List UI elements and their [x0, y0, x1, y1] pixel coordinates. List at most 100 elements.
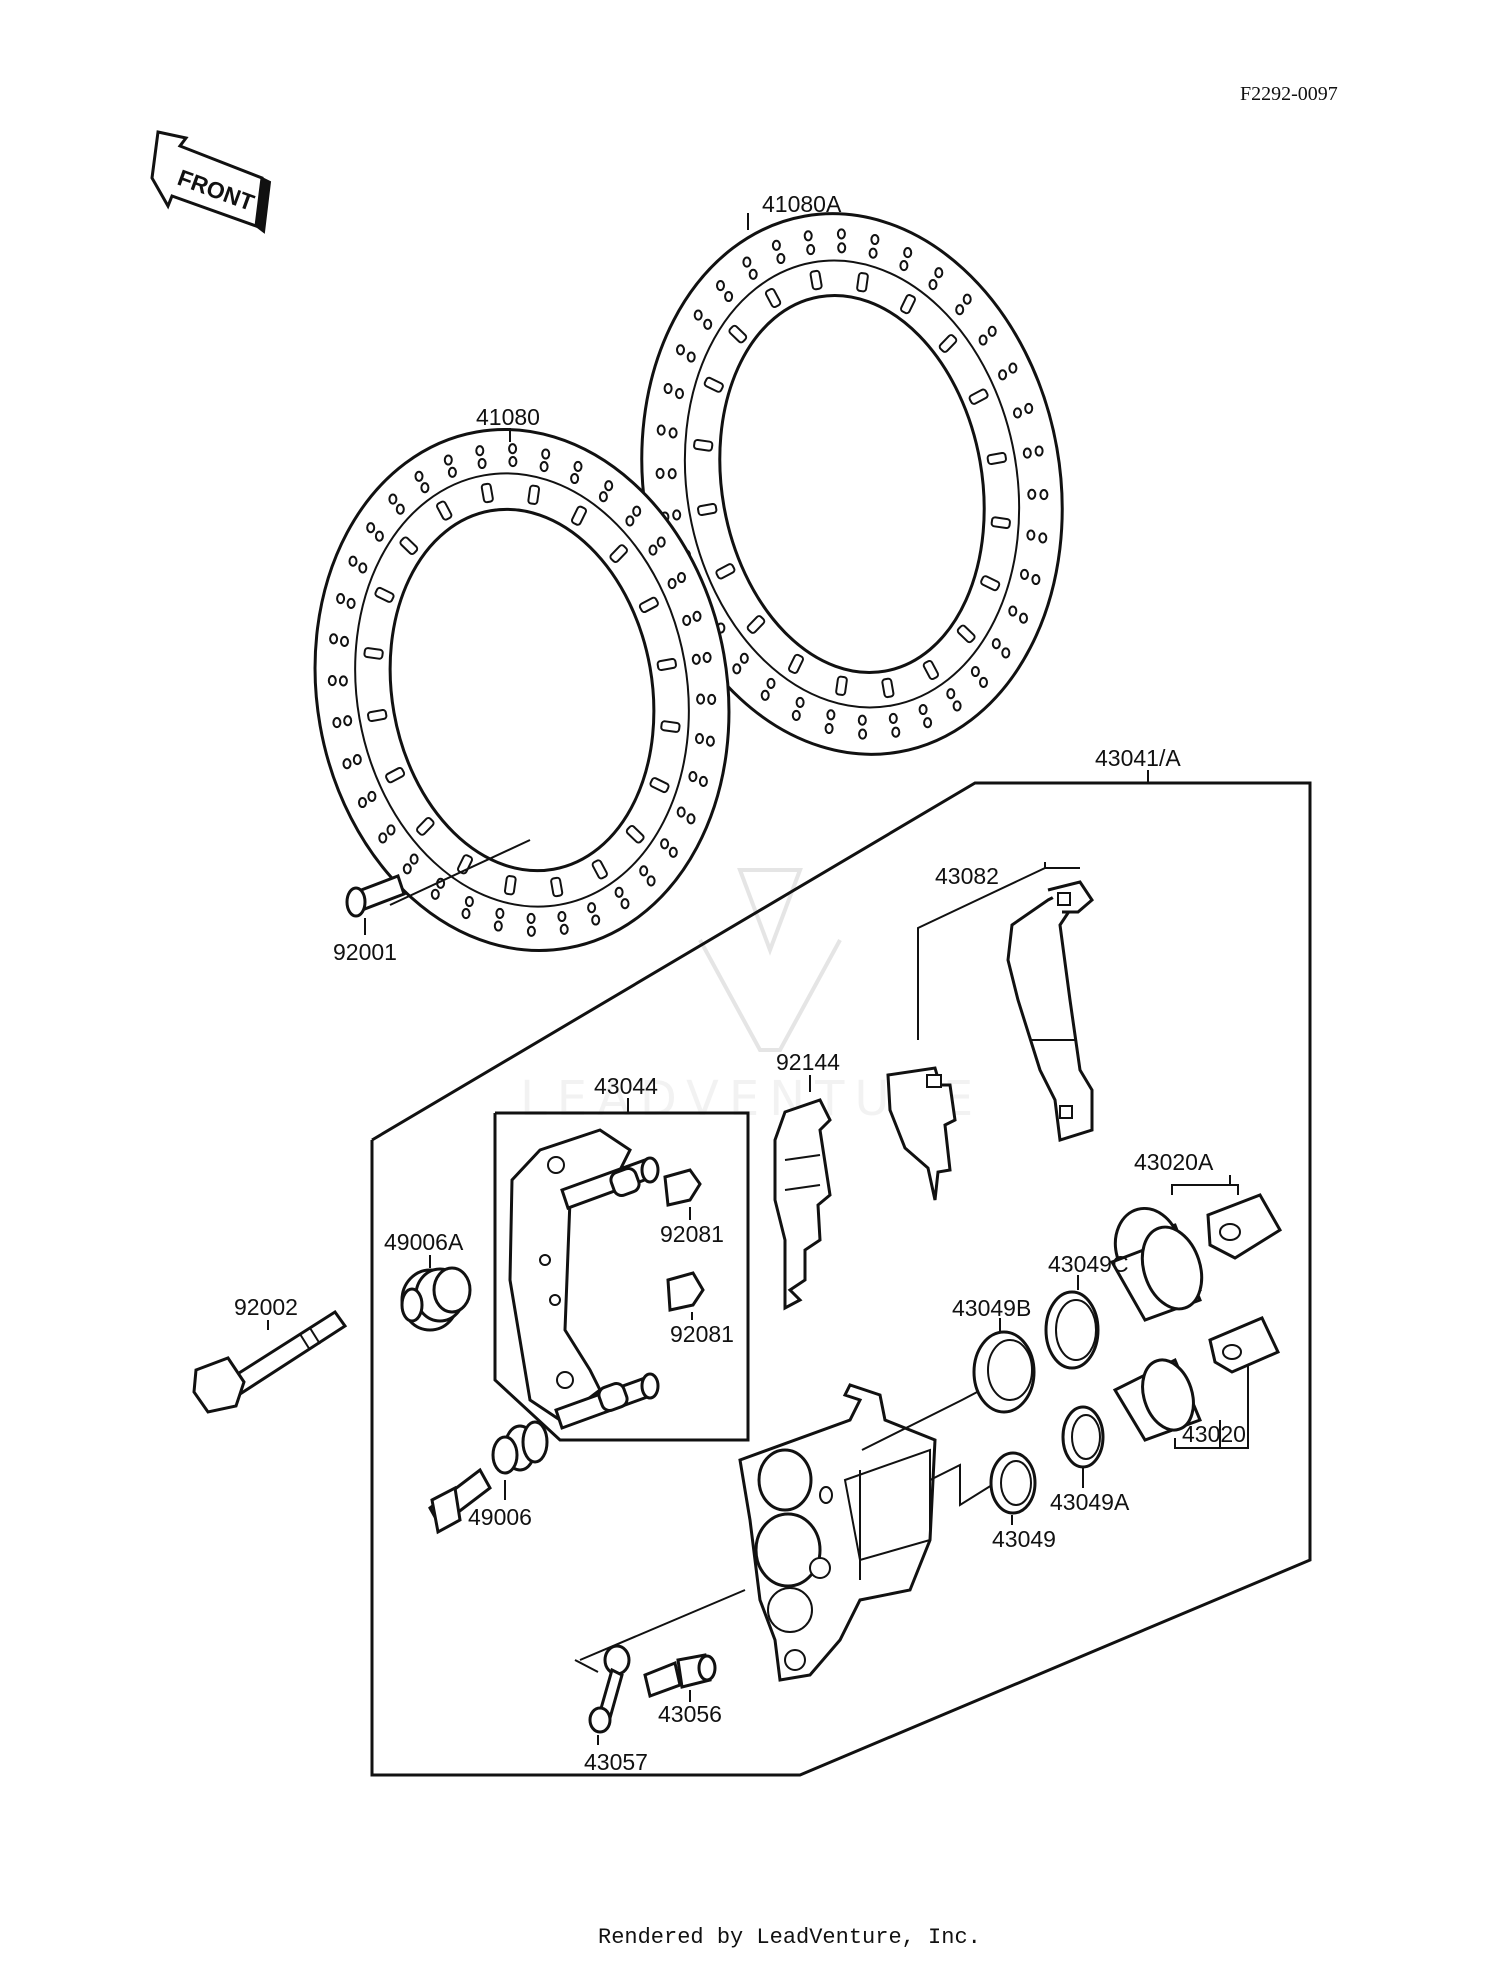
disc-hole	[646, 875, 656, 887]
disc-hole	[803, 230, 813, 242]
seal-43049C	[1044, 1275, 1100, 1370]
disc-hole	[338, 675, 348, 687]
disc-slot	[728, 324, 748, 344]
disc-slot	[374, 586, 395, 603]
brake-pads-43082	[886, 862, 1094, 1201]
disc-hole	[557, 910, 567, 923]
disc-slot	[638, 596, 659, 614]
pin-boot-49006	[428, 1420, 549, 1535]
disc-hole	[495, 907, 505, 919]
caliper-bracket-43044	[508, 1128, 660, 1430]
disc-hole	[1001, 647, 1011, 659]
disc-slot	[938, 334, 958, 353]
label-43044: 43044	[594, 1073, 658, 1099]
disc-hole	[461, 908, 471, 920]
disc-slot	[416, 817, 435, 836]
disc-bolt-92001	[345, 839, 531, 935]
disc-hole	[766, 677, 776, 689]
disc-hole	[1026, 529, 1036, 541]
disc-hole	[493, 920, 503, 932]
front-arrow-icon: FRONT	[150, 130, 272, 234]
disc-slot	[835, 675, 848, 696]
seal-43049	[989, 1451, 1037, 1525]
disc-hole	[1027, 488, 1037, 500]
disc-hole	[698, 775, 708, 787]
disc-slot	[591, 859, 608, 880]
label-43049C: 43049C	[1048, 1251, 1129, 1277]
disc-slot	[881, 677, 895, 699]
disc-slot	[980, 575, 1001, 592]
disc-hole	[858, 728, 868, 740]
disc-slot	[956, 624, 976, 644]
clip-92081-top	[663, 1168, 702, 1220]
disc-slot	[715, 563, 736, 580]
disc-hole	[526, 925, 536, 937]
disc-hole	[724, 290, 734, 303]
disc-hole	[541, 448, 551, 460]
disc-hole	[1038, 532, 1048, 544]
disc-hole	[656, 424, 666, 436]
disc-hole	[329, 633, 339, 645]
disc-hole	[1020, 568, 1029, 580]
disc-hole	[771, 239, 781, 251]
disc-hole	[903, 247, 913, 259]
dust-boot-49006A	[400, 1255, 472, 1332]
disc-hole	[420, 482, 430, 494]
disc-slot	[703, 376, 724, 393]
disc-hole	[655, 467, 665, 479]
disc-slot	[436, 500, 453, 521]
disc-hole	[668, 846, 678, 858]
disc-hole	[625, 515, 635, 527]
disc-hole	[1022, 447, 1032, 459]
disc-hole	[732, 663, 742, 675]
label-41080A: 41080A	[762, 191, 842, 217]
disc-hole	[598, 491, 608, 503]
disc-hole	[824, 722, 834, 735]
caliper-bolt-92002	[192, 1309, 348, 1414]
disc-hole	[979, 676, 988, 688]
disc-hole	[888, 712, 898, 724]
disc-hole	[705, 735, 715, 747]
disc-slot	[660, 720, 681, 733]
disc-hole	[409, 853, 419, 865]
disc-hole	[358, 796, 367, 809]
disc-hole	[978, 334, 988, 346]
label-92001: 92001	[333, 939, 397, 965]
disc-hole	[443, 454, 453, 466]
disc-hole	[340, 635, 349, 647]
disc-slot	[900, 294, 916, 315]
disc-hole	[358, 562, 368, 574]
disc-hole	[614, 886, 624, 898]
disc-hole	[604, 480, 614, 492]
disc-hole	[836, 228, 846, 240]
label-43082: 43082	[935, 863, 999, 889]
disc-hole	[343, 715, 353, 727]
disc-hole	[695, 733, 704, 745]
disc-hole	[366, 522, 376, 534]
disc-hole	[748, 268, 758, 280]
disc-hole	[386, 824, 396, 836]
label-43041A: 43041/A	[1095, 745, 1181, 771]
footer-credit: Rendered by LeadVenture, Inc.	[598, 1925, 981, 1950]
disc-slot	[363, 647, 384, 660]
disc-hole	[739, 652, 749, 664]
disc-hole	[672, 509, 682, 521]
label-92081-top: 92081	[660, 1221, 724, 1247]
disc-hole	[791, 709, 801, 721]
disc-slot	[503, 875, 517, 896]
disc-hole	[837, 242, 847, 254]
disc-hole	[692, 610, 702, 622]
disc-hole	[991, 638, 1001, 650]
disc-hole	[1034, 445, 1044, 457]
disc-slot	[693, 438, 714, 452]
disc-hole	[795, 696, 805, 708]
brake-disc-41080A	[640, 212, 1064, 756]
disc-hole	[367, 790, 377, 802]
disc-hole	[899, 260, 909, 272]
clip-92081-bottom	[666, 1271, 705, 1320]
label-49006: 49006	[468, 1504, 532, 1530]
disc-hole	[378, 832, 388, 844]
disc-hole	[1019, 612, 1028, 624]
disc-hole	[987, 325, 997, 337]
disc-hole	[336, 593, 346, 605]
